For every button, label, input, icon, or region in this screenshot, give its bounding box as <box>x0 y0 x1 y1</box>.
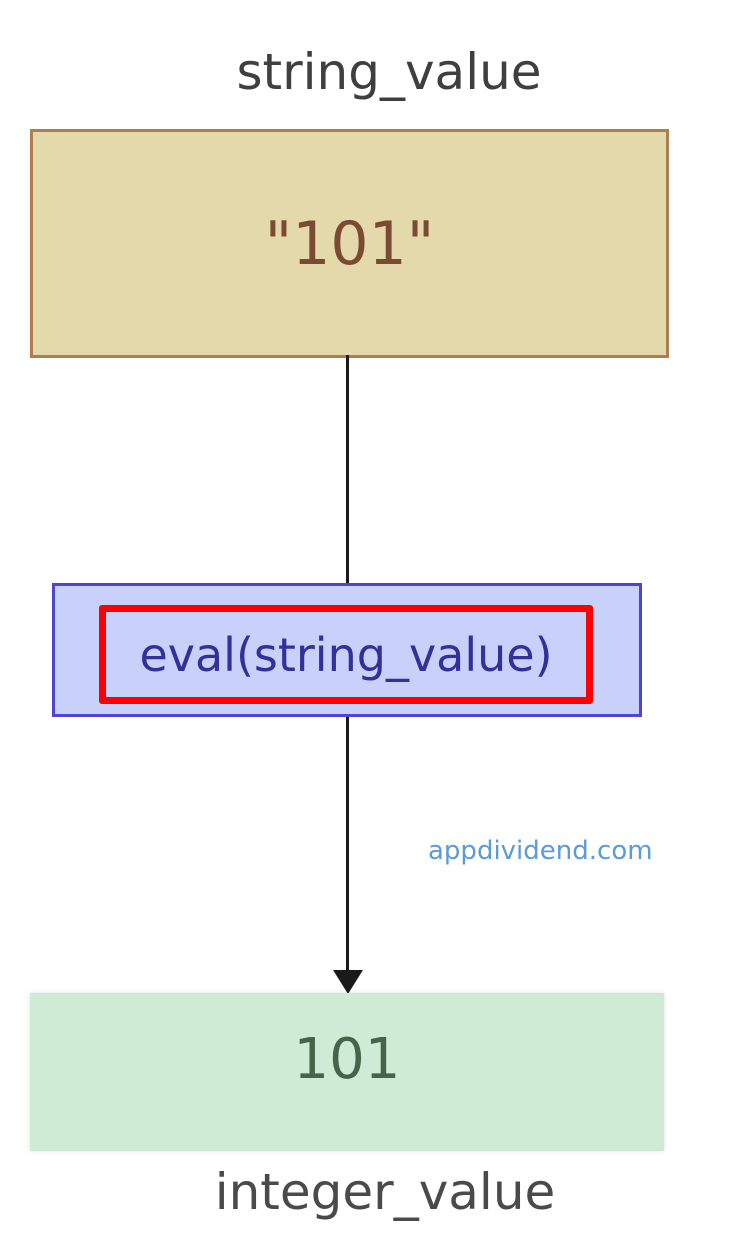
arrow-down-icon <box>333 970 363 994</box>
connector-line-bottom <box>346 717 349 973</box>
watermark-text: appdividend.com <box>428 836 653 866</box>
input-variable-label: string_value <box>236 43 542 101</box>
string-value-text: "101" <box>264 208 435 279</box>
integer-value-text: 101 <box>293 1027 401 1092</box>
output-variable-label: integer_value <box>214 1163 556 1221</box>
string-value-node: "101" <box>30 129 669 358</box>
eval-expression-text: eval(string_value) <box>139 627 553 682</box>
connector-line-top <box>346 355 349 583</box>
integer-value-node: 101 <box>30 993 664 1151</box>
highlight-box: eval(string_value) <box>99 605 593 704</box>
